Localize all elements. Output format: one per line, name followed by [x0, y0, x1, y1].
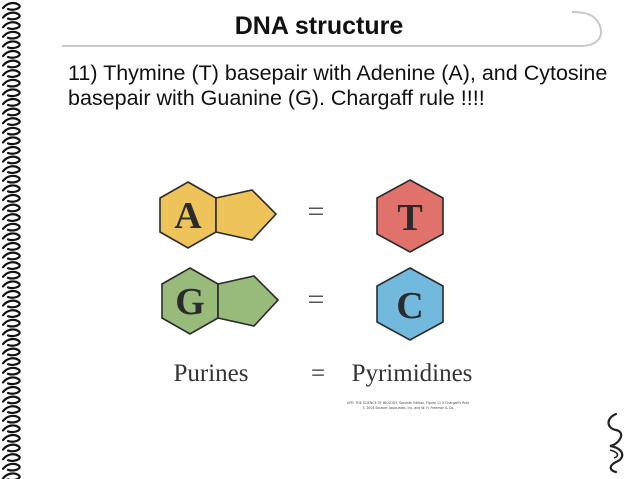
spiral-coil: [1, 40, 21, 50]
spiral-coil: [1, 357, 21, 366]
spiral-coil: [1, 433, 21, 443]
figure-credit-line-1: LIFE: THE SCIENCE OF BIOLOGY, Seventh Ed…: [347, 401, 470, 405]
spiral-coil: [1, 318, 21, 328]
guanine-letter: G: [175, 281, 205, 323]
spiral-coil: [1, 88, 21, 98]
thymine-letter: T: [397, 197, 422, 239]
spiral-coil: [1, 165, 21, 174]
thymine-molecule: T: [376, 179, 444, 253]
spiral-coil: [1, 69, 21, 78]
spiral-coil: [1, 126, 21, 136]
equals-sign-bottom: =: [308, 283, 325, 316]
spiral-coil: [1, 203, 21, 213]
adenine-letter: A: [174, 195, 202, 237]
title-underline: [62, 11, 602, 47]
guanine-molecule: G: [161, 267, 280, 335]
spiral-coil: [1, 174, 21, 184]
chargaff-rule-diagram: A = T G = C Purines = Pyrimidines LIFE: …: [159, 179, 473, 410]
spiral-coil: [1, 443, 21, 453]
spiral-coil: [1, 385, 21, 395]
spiral-coil: [1, 49, 21, 59]
spiral-coil: [1, 11, 21, 21]
pyrimidines-label: Pyrimidines: [352, 360, 473, 387]
spiral-coil: [1, 155, 21, 165]
spiral-coil: [1, 328, 21, 338]
spiral-coil: [1, 107, 21, 117]
spiral-coil: [1, 78, 21, 88]
spiral-coil: [1, 270, 21, 280]
thymine-hexagon: [376, 179, 444, 253]
labels-equals-sign: =: [311, 360, 325, 387]
cytosine-letter: C: [396, 285, 423, 327]
spiral-coil: [1, 280, 21, 290]
spiral-coil: [1, 414, 21, 424]
spiral-coil: [1, 213, 21, 222]
spiral-coil: [1, 261, 21, 270]
equals-sign-top: =: [308, 195, 325, 228]
spiral-coil: [1, 222, 21, 232]
adenine-pentagon: [215, 189, 278, 241]
spiral-coil: [1, 337, 21, 347]
spiral-coil: [1, 117, 21, 126]
spiral-coil: [1, 424, 21, 434]
spiral-coil: [1, 136, 21, 146]
spiral-coil: [1, 193, 21, 203]
spiral-coil: [1, 289, 21, 299]
spiral-coil: [1, 184, 21, 194]
cytosine-hexagon: [376, 267, 444, 341]
spiral-coil: [1, 241, 21, 251]
spiral-coil: [1, 462, 21, 472]
spiral-coil: [1, 405, 21, 414]
spiral-binding: [1, 1, 21, 479]
spiral-coil: [1, 376, 21, 386]
spiral-coil: [1, 232, 21, 242]
spiral-coil: [1, 97, 21, 107]
spiral-coil: [1, 347, 21, 357]
spiral-coil: [1, 1, 21, 11]
body-text: 11) Thymine (T) basepair with Adenine (A…: [68, 61, 608, 110]
adenine-molecule: A: [159, 181, 278, 249]
spiral-coil: [1, 251, 21, 261]
slide-title: DNA structure: [234, 12, 404, 40]
figure-credit-line-2: © 2004 Sinauer Associates, Inc. and W. H…: [362, 406, 454, 410]
spiral-coil: [1, 395, 21, 405]
spiral-coil: [1, 453, 21, 462]
corner-curl-ornament: [607, 412, 624, 474]
spiral-coil: [1, 309, 21, 318]
guanine-pentagon: [217, 275, 280, 327]
purines-label: Purines: [174, 360, 249, 387]
spiral-coil: [1, 30, 21, 40]
spiral-coil: [1, 21, 21, 30]
spiral-coil: [1, 59, 21, 69]
spiral-coil: [1, 145, 21, 155]
spiral-coil: [1, 472, 21, 479]
spiral-coil: [1, 366, 21, 376]
cytosine-molecule: C: [376, 267, 444, 341]
spiral-coil: [1, 299, 21, 309]
